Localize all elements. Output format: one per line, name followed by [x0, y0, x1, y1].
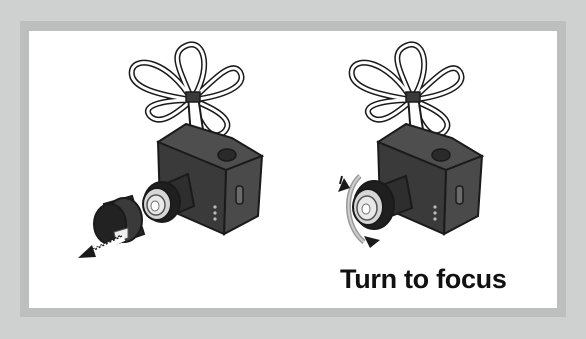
camera-left	[132, 44, 262, 234]
camera-right	[352, 44, 482, 234]
caption-turn-to-focus: Turn to focus	[340, 264, 507, 295]
